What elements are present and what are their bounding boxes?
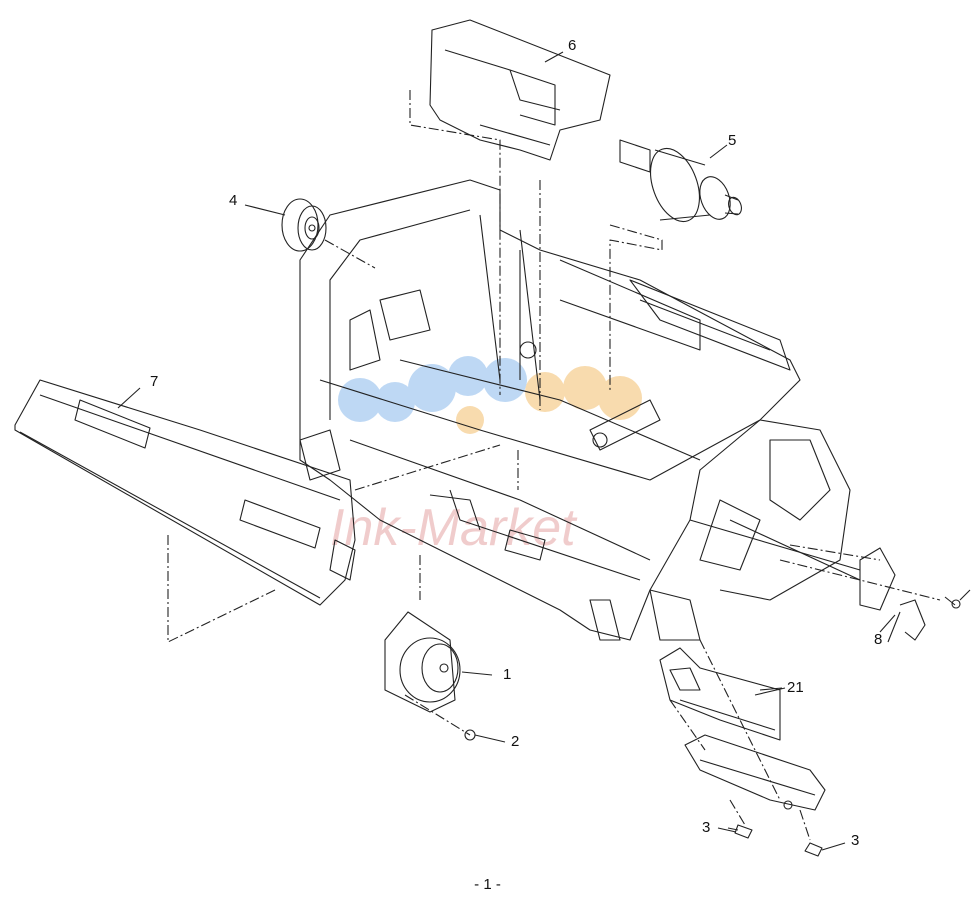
part-6-paper-guide — [429, 19, 611, 161]
callout-2: 2 — [511, 733, 520, 750]
part-3-screws — [727, 824, 846, 857]
callout-8: 8 — [874, 631, 883, 648]
callout-4: 4 — [229, 192, 238, 209]
lower-bracket — [684, 734, 826, 811]
callout-7: 7 — [150, 373, 159, 390]
callout-6: 6 — [568, 37, 577, 54]
page-number: - 1 - — [474, 876, 501, 893]
part-7-front-plate — [14, 379, 356, 606]
part-21-bracket — [659, 647, 786, 741]
part-8-sensor — [859, 547, 971, 643]
callout-21: 21 — [787, 679, 804, 696]
svg-text:Ink-Market: Ink-Market — [330, 499, 578, 557]
callout-3a: 3 — [702, 819, 711, 836]
leader-lines — [167, 90, 941, 841]
callout-1: 1 — [503, 666, 512, 683]
callout-5: 5 — [728, 132, 737, 149]
part-2-screw — [464, 729, 506, 743]
part-5-roller — [619, 139, 742, 223]
part-1-motor — [384, 611, 493, 713]
callout-3b: 3 — [851, 832, 860, 849]
part-4-roller-gear — [281, 198, 327, 252]
watermark-logo: Ink-Market — [330, 356, 642, 557]
callout-leaders — [117, 51, 896, 833]
printer-chassis — [299, 179, 861, 641]
